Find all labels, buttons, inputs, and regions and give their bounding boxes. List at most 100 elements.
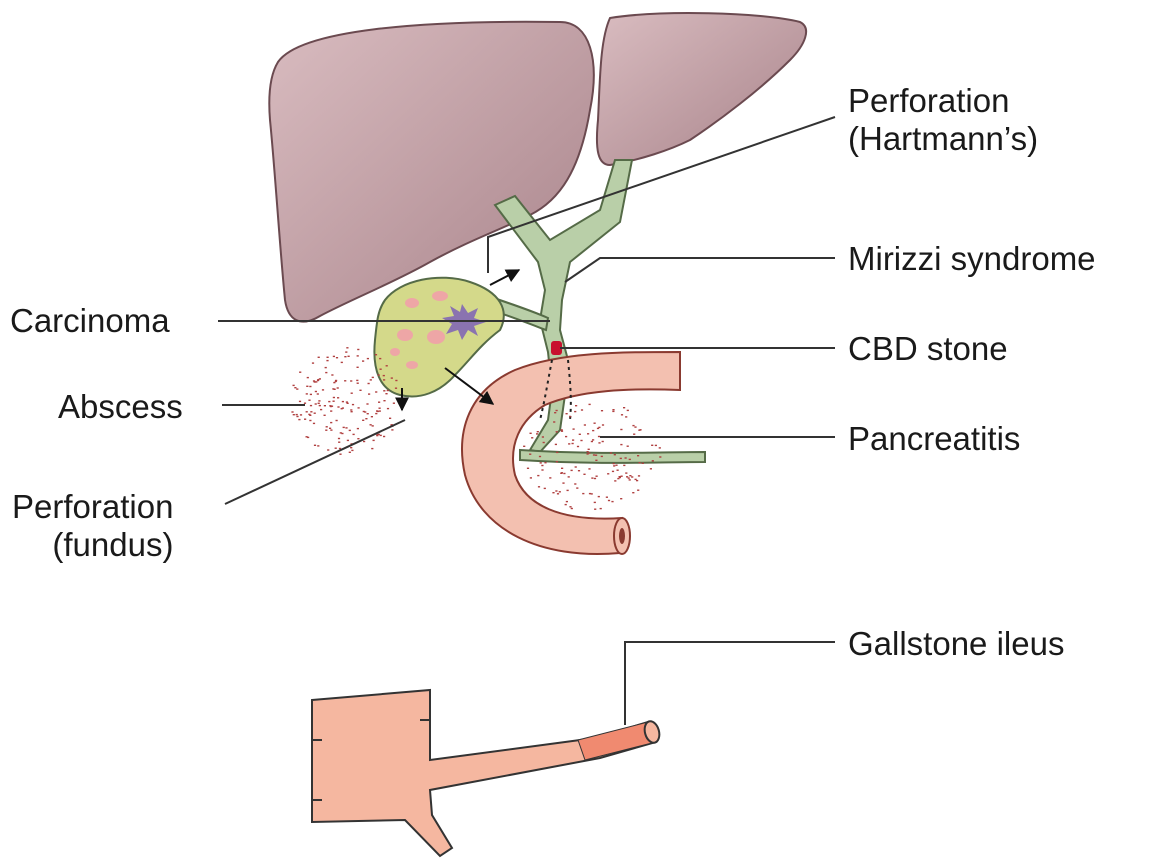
stipple-dot	[615, 465, 617, 466]
stipple-dot	[383, 436, 385, 437]
stipple-dot	[312, 362, 314, 363]
stipple-dot	[299, 372, 301, 373]
stipple-dot	[327, 449, 329, 450]
stipple-dot	[613, 465, 615, 466]
stipple-dot	[631, 476, 633, 477]
stipple-dot	[350, 380, 352, 381]
stipple-dot	[594, 478, 596, 479]
label-abscess: Abscess	[58, 388, 183, 426]
stipple-dot	[610, 452, 612, 453]
stipple-dot	[306, 411, 308, 412]
stipple-dot	[628, 477, 630, 478]
stipple-dot	[357, 383, 359, 384]
stipple-dot	[330, 410, 332, 411]
label-carcinoma: Carcinoma	[10, 302, 170, 340]
stipple-dot	[342, 401, 344, 402]
stipple-dot	[639, 429, 641, 430]
stipple-dot	[357, 367, 359, 368]
stipple-dot	[391, 377, 393, 378]
liver-right-lobe	[597, 13, 806, 165]
stipple-dot	[581, 409, 583, 410]
stipple-dot	[375, 354, 377, 355]
stipple-dot	[317, 445, 319, 446]
stipple-dot	[563, 473, 565, 474]
stipple-dot	[611, 501, 613, 502]
stipple-dot	[318, 400, 320, 401]
stipple-dot	[330, 422, 332, 423]
stipple-dot	[619, 476, 621, 477]
stipple-dot	[365, 418, 367, 419]
stipple-dot	[629, 479, 631, 480]
stipple-dot	[617, 470, 619, 471]
stipple-dot	[592, 430, 594, 431]
stipple-dot	[632, 492, 634, 493]
stipple-dot	[566, 413, 568, 414]
stipple-dot	[368, 383, 370, 384]
stipple-dot	[538, 486, 540, 487]
stipple-dot	[380, 369, 382, 370]
stipple-dot	[341, 408, 343, 409]
stipple-dot	[577, 446, 579, 447]
stipple-dot	[357, 349, 359, 350]
stipple-dot	[347, 440, 349, 441]
stipple-dot	[556, 431, 558, 432]
stipple-dot	[626, 476, 628, 477]
stipple-dot	[337, 387, 339, 388]
stipple-dot	[325, 367, 327, 368]
stipple-dot	[549, 477, 551, 478]
stipple-dot	[383, 375, 385, 376]
stipple-dot	[324, 415, 326, 416]
stipple-dot	[325, 430, 327, 431]
gallstone-ileus-bowel	[312, 690, 662, 856]
stipple-dot	[318, 403, 320, 404]
stipple-dot	[601, 410, 603, 411]
stipple-dot	[589, 404, 591, 405]
stipple-dot	[608, 500, 610, 501]
stipple-dot	[582, 493, 584, 494]
stipple-dot	[539, 456, 541, 457]
stipple-dot	[358, 407, 360, 408]
stipple-dot	[332, 388, 334, 389]
stipple-dot	[553, 421, 555, 422]
stipple-dot	[595, 460, 597, 461]
stipple-dot	[530, 477, 532, 478]
stipple-dot	[572, 443, 574, 444]
stipple-dot	[344, 380, 346, 381]
stipple-dot	[333, 397, 335, 398]
stipple-dot	[625, 457, 627, 458]
stipple-dot	[578, 470, 580, 471]
stipple-dot	[368, 393, 370, 394]
stipple-dot	[567, 490, 569, 491]
stipple-dot	[363, 411, 365, 412]
stipple-dot	[387, 408, 389, 409]
stipple-dot	[326, 426, 328, 427]
stipple-dot	[379, 358, 381, 359]
stipple-dot	[383, 390, 385, 391]
stipple-dot	[319, 378, 321, 379]
stipple-dot	[598, 496, 600, 497]
stipple-dot	[352, 404, 354, 405]
stipple-dot	[350, 447, 352, 448]
stipple-dot	[627, 446, 629, 447]
stipple-dot	[341, 362, 343, 363]
stipple-dot	[579, 434, 581, 435]
stipple-dot	[340, 432, 342, 433]
label-mirizzi-syndrome: Mirizzi syndrome	[848, 240, 1096, 278]
stipple-dot	[614, 454, 616, 455]
label-perforation-fundus: Perforation (fundus)	[12, 488, 173, 564]
stipple-dot	[591, 493, 593, 494]
stipple-dot	[338, 442, 340, 443]
stipple-dot	[594, 502, 596, 503]
stipple-dot	[638, 475, 640, 476]
stipple-dot	[330, 429, 332, 430]
stipple-dot	[379, 410, 381, 411]
stipple-dot	[562, 482, 564, 483]
stipple-dot	[383, 379, 385, 380]
stipple-dot	[565, 504, 567, 505]
stipple-dot	[569, 506, 571, 507]
stipple-dot	[309, 386, 311, 387]
stipple-dot	[620, 458, 622, 459]
stipple-dot	[598, 436, 600, 437]
stipple-dot	[338, 438, 340, 439]
stipple-dot	[310, 411, 312, 412]
